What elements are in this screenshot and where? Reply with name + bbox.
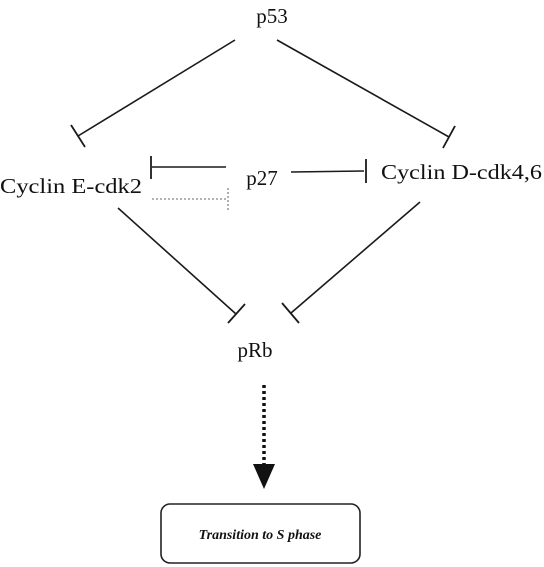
node-cyclin-e-cdk2: Cyclin E-cdk2: [0, 174, 142, 198]
node-cyclin-d-cdk46: Cyclin D-cdk4,6: [381, 160, 542, 184]
node-p53: p53: [256, 4, 288, 28]
node-prb: pRb: [237, 338, 272, 362]
edge-p27-inhibits-cyclin-e: [150, 156, 226, 179]
edge-cyclin-e-inhibits-prb: [117, 207, 246, 324]
edge-p53-inhibits-cyclin-e: [70, 39, 236, 148]
node-p27: p27: [246, 166, 278, 190]
edge-p27-inhibits-cyclin-d: [290, 159, 367, 183]
edge-p27-gray-dotted: [152, 188, 229, 210]
outcome-box: Transition to S phase: [160, 503, 361, 564]
edge-prb-to-transition: [253, 385, 275, 489]
arrowhead-icon: [253, 464, 275, 489]
outcome-label: Transition to S phase: [199, 528, 322, 543]
edge-p53-inhibits-cyclin-d: [276, 39, 456, 149]
edge-cyclin-d-inhibits-prb: [281, 201, 421, 324]
